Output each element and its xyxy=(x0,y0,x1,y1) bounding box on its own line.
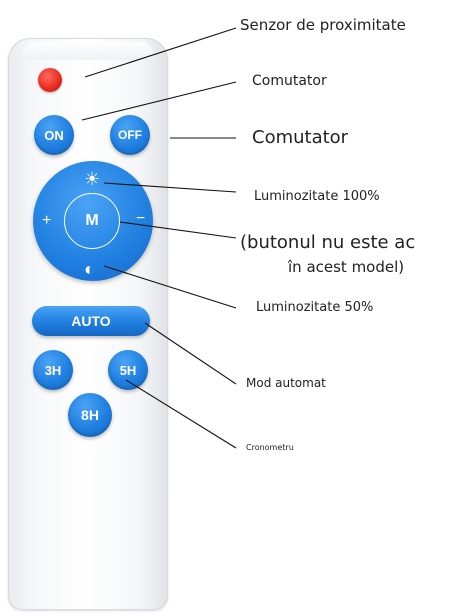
sun-full-icon[interactable]: ☀ xyxy=(84,169,101,189)
plus-button[interactable]: + xyxy=(42,212,52,229)
timer-5h-button[interactable]: 5H xyxy=(108,350,148,390)
label-auto-mode: Mod automat xyxy=(246,376,326,390)
minus-button[interactable]: − xyxy=(136,210,146,227)
leader-line-brightness-50 xyxy=(103,265,237,309)
off-button[interactable]: OFF xyxy=(110,115,150,155)
auto-button[interactable]: AUTO xyxy=(32,306,150,336)
label-button-inactive-line1: (butonul nu este ac xyxy=(240,232,416,253)
label-switch-on: Comutator xyxy=(252,73,327,89)
leader-line-brightness-100 xyxy=(103,182,237,193)
on-button[interactable]: ON xyxy=(34,115,74,155)
label-timer: Cronometru xyxy=(246,443,294,452)
label-brightness-100: Luminozitate 100% xyxy=(254,189,380,204)
label-brightness-50: Luminozitate 50% xyxy=(256,300,374,315)
proximity-sensor xyxy=(38,68,62,92)
remote-top-rim xyxy=(22,42,154,60)
mode-button[interactable]: M xyxy=(64,193,120,249)
leader-line-mode xyxy=(119,221,237,239)
label-proximity-sensor: Senzor de proximitate xyxy=(240,16,406,34)
leader-line-auto xyxy=(144,322,237,385)
timer-8h-button[interactable]: 8H xyxy=(68,393,112,437)
leader-line-timer xyxy=(125,379,237,449)
label-button-inactive-line2: în acest model) xyxy=(288,258,405,276)
leader-line-sensor xyxy=(84,27,237,78)
label-switch-off: Comutator xyxy=(252,127,349,148)
sun-half-icon[interactable]: ◐ xyxy=(84,259,95,279)
timer-3h-button[interactable]: 3H xyxy=(33,350,73,390)
leader-line-on xyxy=(81,81,237,121)
